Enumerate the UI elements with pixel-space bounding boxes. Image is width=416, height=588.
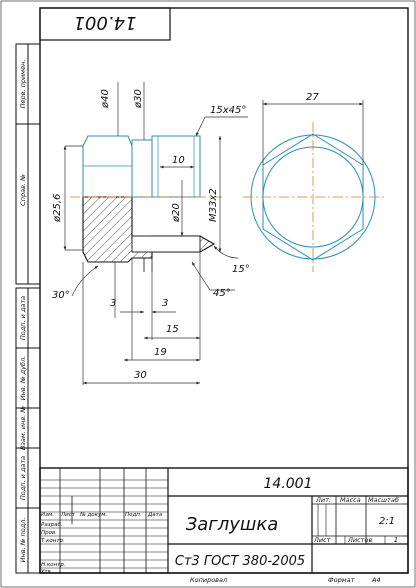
dim-l19: 19 bbox=[154, 347, 167, 358]
tb-col-masshtab: Масштаб bbox=[368, 496, 399, 504]
tb-designation: 14.001 bbox=[264, 476, 313, 492]
title-block-lines bbox=[39, 467, 409, 574]
dim-l10: 10 bbox=[172, 155, 185, 166]
dim-l15: 15 bbox=[166, 324, 179, 335]
side-vzam-inv: Взам. инв. № bbox=[19, 406, 27, 450]
tb-row-nkontr: Н.контр. bbox=[41, 562, 66, 568]
dim-d25-6: ø25,6 bbox=[52, 194, 63, 223]
tb-row-tkontr: Т.контр. bbox=[41, 538, 65, 544]
side-strip bbox=[15, 43, 41, 574]
dim-g3a: 3 bbox=[110, 298, 116, 309]
tb-scale: 2:1 bbox=[379, 516, 395, 527]
dim-g3b: 3 bbox=[162, 298, 168, 309]
tb-hdr-izm: Изм. bbox=[41, 512, 54, 518]
top-code-text: 14.001 bbox=[74, 12, 137, 33]
tb-col-lit: Лит. bbox=[315, 496, 331, 504]
dim-chamfer: 15x45° bbox=[210, 105, 246, 116]
footer-format: Формат bbox=[328, 576, 355, 584]
footer-kopiroval: Копировал bbox=[190, 576, 227, 584]
side-inv-podl: Инв. № подл. bbox=[19, 518, 27, 563]
tb-listov-val: 1 bbox=[394, 536, 398, 544]
tb-list: Лист bbox=[313, 536, 331, 544]
dim-d40: ø40 bbox=[100, 89, 111, 109]
footer-format-val: A4 bbox=[371, 576, 381, 584]
title-block-texts: 14.001 Заглушка Ст3 ГОСТ 380-2005 Лит. М… bbox=[41, 476, 399, 575]
dim-m33: M33x2 bbox=[208, 188, 219, 222]
tb-hdr-list: Лист bbox=[60, 512, 76, 518]
front-view bbox=[70, 135, 222, 272]
side-perv-primen: Перв. примен. bbox=[19, 60, 27, 109]
side-sprav-no: Справ. № bbox=[19, 174, 27, 206]
tb-material: Ст3 ГОСТ 380-2005 bbox=[175, 554, 305, 569]
tb-listov: Листов bbox=[347, 536, 372, 544]
tb-hdr-data: Дата bbox=[147, 512, 163, 518]
side-inv-dubl: Инв. № дубл. bbox=[19, 356, 27, 400]
dim-s27: 27 bbox=[306, 92, 319, 103]
side-podp-data-1: Подп. и дата bbox=[19, 296, 27, 340]
footer: Копировал Формат A4 bbox=[190, 576, 381, 584]
tb-row-prov: Пров. bbox=[41, 530, 57, 536]
dim-l30: 30 bbox=[134, 370, 147, 381]
dim-d30: ø30 bbox=[133, 89, 144, 109]
tb-row-utv: Утв. bbox=[41, 569, 53, 575]
tb-name: Заглушка bbox=[186, 514, 279, 535]
side-view bbox=[243, 100, 385, 272]
tb-hdr-ndok: № докум. bbox=[79, 512, 107, 518]
dim-d20: ø20 bbox=[171, 203, 182, 223]
side-podp-data-2: Подп. и дата bbox=[19, 456, 27, 500]
dimension-texts: ø40 ø30 15x45° 10 ø25,6 ø20 M33x2 15° 45… bbox=[52, 89, 319, 381]
side-labels: Перв. примен. Справ. № Подп. и дата Инв.… bbox=[19, 60, 27, 563]
tb-hdr-podp: Подп. bbox=[125, 512, 142, 518]
dim-a45: 45° bbox=[213, 288, 231, 299]
dimension-lines bbox=[63, 82, 248, 385]
tb-row-razrab: Разраб. bbox=[41, 522, 63, 528]
tb-col-massa: Масса bbox=[340, 496, 361, 504]
dim-a30: 30° bbox=[52, 290, 70, 301]
dim-a15: 15° bbox=[232, 264, 250, 275]
